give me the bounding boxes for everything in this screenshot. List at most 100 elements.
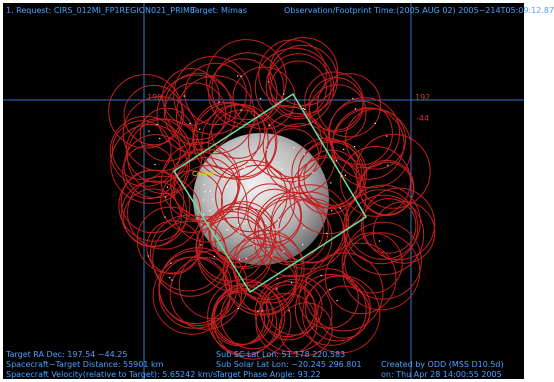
footprint-point xyxy=(253,244,255,246)
footprint-point xyxy=(243,223,245,225)
footprint-point xyxy=(238,211,240,213)
footprint-point xyxy=(329,288,331,291)
footprint-circle xyxy=(110,124,191,204)
footprint-point xyxy=(268,124,270,126)
footprint-point xyxy=(245,257,247,259)
footprint-point xyxy=(223,177,225,179)
footprint-circle xyxy=(360,198,417,254)
footprint-circle xyxy=(332,107,405,180)
footprint-circle xyxy=(298,155,358,215)
footprint-point xyxy=(296,181,298,183)
footprint-point xyxy=(264,222,267,224)
footprint-circle xyxy=(345,108,407,170)
footprint-circle xyxy=(270,60,327,118)
footprint-circle xyxy=(303,149,360,206)
footprint-point xyxy=(240,109,242,111)
footprint-circle xyxy=(109,115,181,187)
footprint-point xyxy=(302,244,304,246)
footprint-point xyxy=(387,164,389,166)
footprint-circle xyxy=(162,68,220,126)
footprint-circle xyxy=(278,302,333,357)
footprint-point xyxy=(169,277,171,279)
footprint-point xyxy=(283,251,285,253)
footprint-point xyxy=(237,75,239,77)
footprint-point xyxy=(303,227,305,229)
lon-label-right: 192 xyxy=(415,93,431,102)
footprint-point xyxy=(154,164,156,166)
lon-label-left: 198 xyxy=(147,93,163,102)
footprint-point xyxy=(336,300,338,302)
footprint-point xyxy=(248,160,250,163)
footprint-point xyxy=(378,240,381,242)
footprint-point xyxy=(281,168,283,170)
footprint-point xyxy=(243,165,245,167)
footprint-circle xyxy=(254,47,335,128)
footprint-point xyxy=(374,122,376,125)
footprint-point xyxy=(277,218,279,221)
footprint-point xyxy=(237,224,239,226)
footprint-point xyxy=(170,262,172,264)
footprint-circle xyxy=(266,278,323,336)
footprint-point xyxy=(335,160,338,162)
request-label: 1. Request: CIRS_012MI_FP1REGION021_PRIM… xyxy=(6,6,195,15)
created-by: Created by ODD (MSS D10.5d) xyxy=(381,360,504,369)
footprint-circle xyxy=(196,211,267,282)
footprint-circle xyxy=(304,252,384,332)
footprint-circle xyxy=(270,184,350,263)
footprint-circle xyxy=(305,275,371,342)
footprint-circle xyxy=(211,104,266,159)
footprint-circle xyxy=(222,237,298,312)
footprint-point xyxy=(199,128,201,130)
footprint-circle xyxy=(173,56,252,135)
footprint-point xyxy=(343,148,345,150)
footprint-point xyxy=(271,255,273,257)
sub-solar-lat-lon: Sub Solar Lat Lon: −20.245 296.801 xyxy=(216,360,362,369)
observation-time: Observation/Footprint Time:(2005 AUG 02)… xyxy=(284,6,554,15)
footprint-point xyxy=(386,135,388,137)
footprint-circle xyxy=(345,184,421,260)
fov-box xyxy=(172,92,368,294)
footprint-circle xyxy=(316,73,382,138)
footprint-point xyxy=(237,307,239,310)
footprint-point xyxy=(340,175,342,177)
footprint-circle xyxy=(317,285,371,339)
lat-label-right: -44 xyxy=(416,114,430,123)
footprint-circle xyxy=(289,157,367,235)
plot-window: 1. Request: CIRS_012MI_FP1REGION021_PRIM… xyxy=(3,3,554,379)
footprint-circle xyxy=(308,84,367,143)
spacecraft-target-distance: Spacecraft−Target Distance: 55901 km xyxy=(6,360,164,369)
footprint-point xyxy=(276,288,278,290)
footprint-point xyxy=(344,174,346,176)
footprint-point xyxy=(240,75,242,77)
target-ra-dec: Target RA Dec: 197.54 −44.25 xyxy=(6,350,128,359)
footprint-point xyxy=(235,213,237,215)
footprint-point xyxy=(200,244,202,246)
footprint-point xyxy=(238,232,240,234)
footprint-circle xyxy=(193,101,261,170)
footprint-point xyxy=(260,98,262,100)
footprint-point xyxy=(233,208,235,210)
footprint-point xyxy=(212,198,214,200)
footprint-point xyxy=(354,108,356,110)
footprint-point xyxy=(312,171,314,173)
footprint-point xyxy=(320,274,322,277)
footprint-circle xyxy=(343,189,419,265)
sub-sc-lat-lon: Sub SC Lat Lon: 51.178 220.583 xyxy=(216,350,346,359)
footprint-point xyxy=(301,173,303,175)
footprint-circle xyxy=(146,220,201,275)
footprint-point xyxy=(148,130,150,132)
footprint-point xyxy=(293,146,295,149)
footprint-point xyxy=(246,221,248,223)
footprint-point xyxy=(339,207,341,209)
footprint-circle xyxy=(297,141,365,210)
created-on: on: Thu Apr 28 14:00:55 2005 xyxy=(381,370,502,379)
footprint-circle xyxy=(329,97,400,169)
footprint-point xyxy=(288,310,290,312)
footprint-circle xyxy=(294,274,367,346)
footprint-circle xyxy=(111,120,172,180)
footprint-circle xyxy=(207,279,283,355)
target-label: Target: Mimas xyxy=(191,6,247,15)
footprint-circle xyxy=(254,274,333,353)
footprint-circle xyxy=(355,133,431,209)
footprint-point xyxy=(261,310,263,312)
